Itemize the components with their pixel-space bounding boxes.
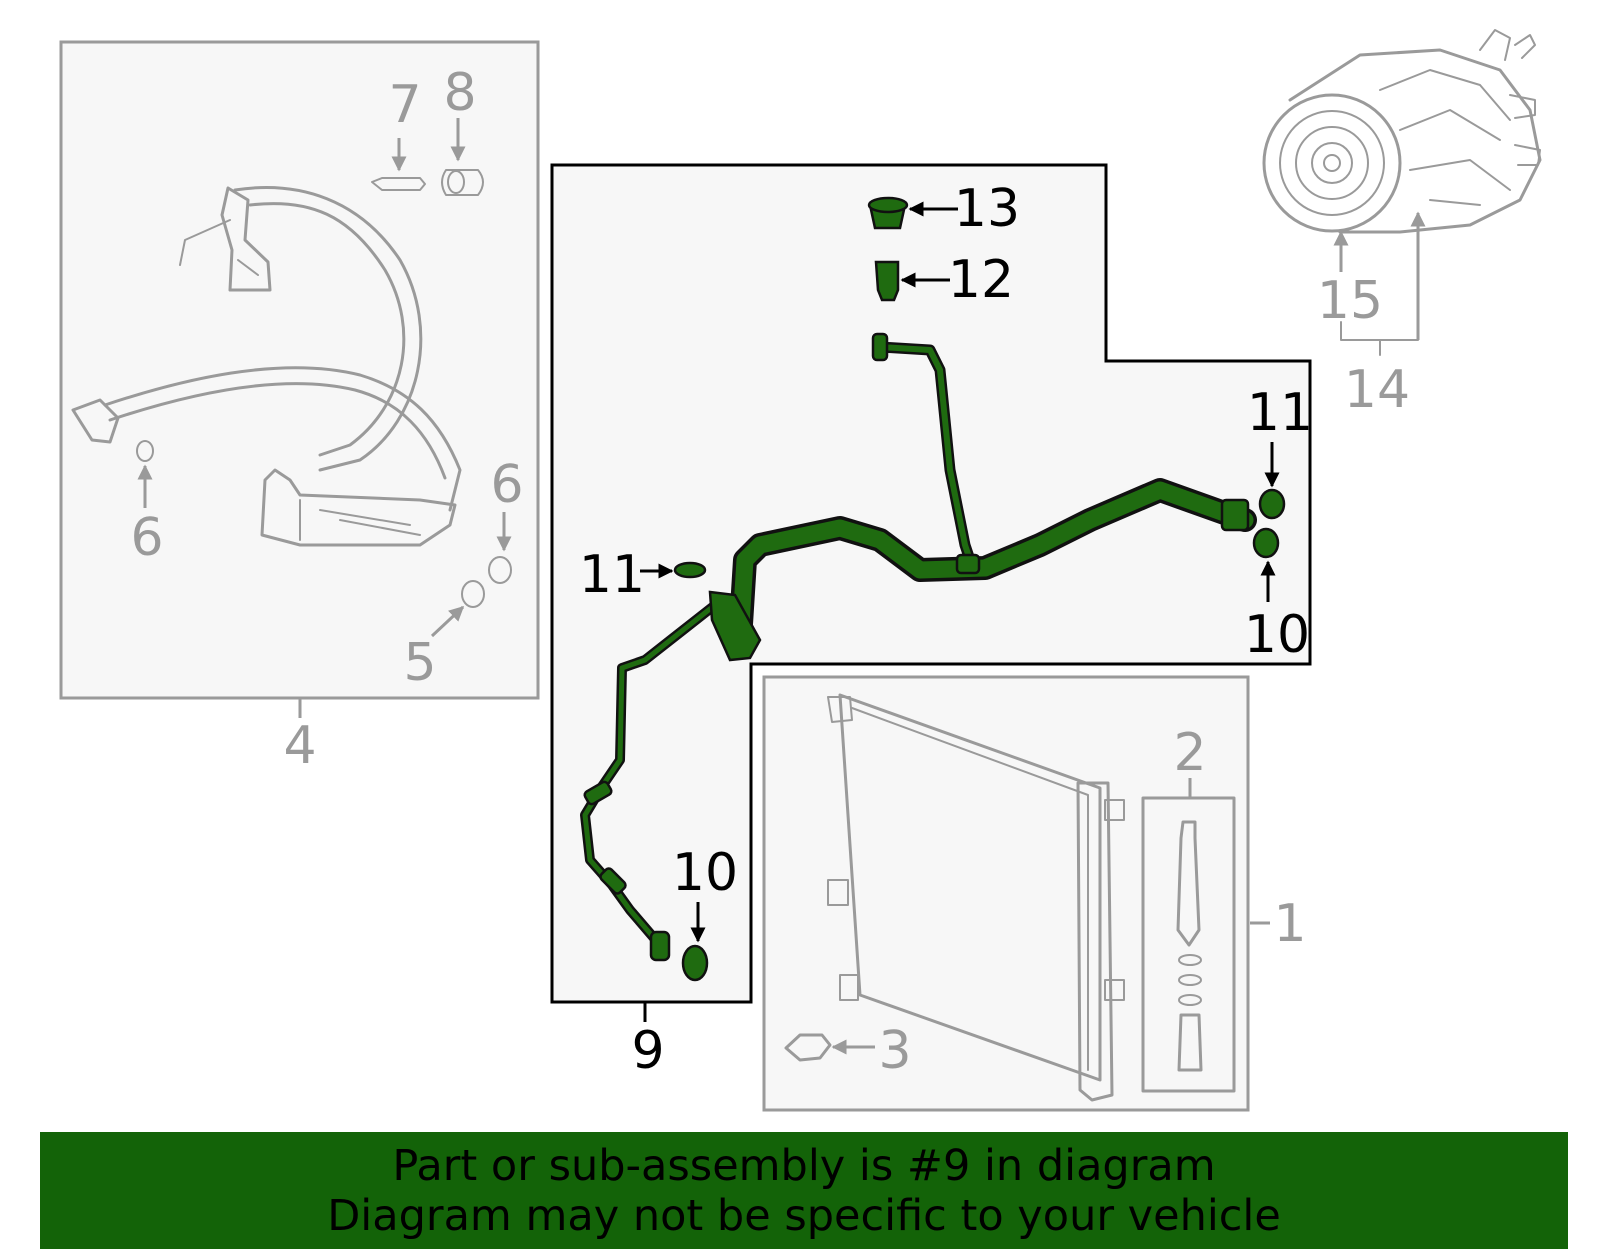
callout-3: 3 (878, 1021, 911, 1081)
hose-assembly-4-group: 7 8 6 6 5 4 (59, 40, 540, 776)
o-ring-6-left (136, 440, 154, 462)
muffler (260, 468, 457, 547)
callout-8: 8 (443, 63, 476, 123)
fitting-block (708, 590, 762, 662)
info-banner: Part or sub-assembly is #9 in diagram Di… (40, 1132, 1568, 1249)
valve-core-12 (874, 260, 900, 302)
suction-hose (233, 186, 423, 472)
callout-9: 9 (631, 1021, 664, 1081)
right-end-fitting (1220, 498, 1250, 532)
banner-line-1: Part or sub-assembly is #9 in diagram (392, 1140, 1216, 1191)
end-fitting (71, 398, 120, 444)
callout-1: 1 (1273, 894, 1306, 954)
o-ring-11-left (673, 561, 707, 579)
callout-12: 12 (948, 250, 1014, 310)
condenser-1-group: 2 1 3 (762, 675, 1307, 1112)
hose-9-highlighted (580, 332, 1257, 962)
callout-5: 5 (403, 633, 436, 693)
callout-10-right: 10 (1244, 605, 1310, 665)
condenser-core (838, 693, 1102, 1082)
callout-15: 15 (1317, 271, 1383, 331)
o-ring-5 (461, 580, 485, 608)
o-ring-10-lower (681, 944, 709, 982)
o-ring-10-right (1252, 527, 1280, 559)
upper-fitting (220, 186, 272, 292)
receiver-tank (1076, 781, 1114, 1102)
pressure-switch-3 (784, 1033, 832, 1062)
callout-11-right: 11 (1247, 383, 1313, 443)
compressor-14-group: 15 14 (1262, 29, 1542, 420)
callout-6-left: 6 (130, 508, 163, 568)
banner-line-2: Diagram may not be specific to your vehi… (327, 1190, 1281, 1241)
callout-7: 7 (388, 75, 421, 135)
o-ring-6-right (488, 556, 512, 584)
callout-13: 13 (954, 179, 1020, 239)
callout-14: 14 (1344, 360, 1410, 420)
filter-plug (1177, 1013, 1203, 1072)
callout-2: 2 (1173, 723, 1206, 783)
cap-8 (441, 169, 484, 196)
upper-end-fitting (871, 332, 889, 362)
callout-11-left: 11 (579, 545, 645, 605)
callout-10-lower: 10 (672, 843, 738, 903)
lower-end-fitting (649, 930, 671, 962)
callout-6-right: 6 (490, 455, 523, 515)
group-4-box (59, 40, 540, 700)
o-ring-11-right (1258, 488, 1286, 520)
compressor-clutch (1262, 93, 1402, 233)
callout-4: 4 (283, 716, 316, 776)
liquid-line-9-group: 13 12 11 11 10 10 9 (550, 163, 1313, 1081)
group-9-box (550, 163, 1312, 1004)
compressor-body (1288, 48, 1542, 234)
discharge-hose (103, 366, 462, 512)
valve-core-7 (371, 177, 426, 191)
desiccant-bag (1176, 820, 1201, 947)
